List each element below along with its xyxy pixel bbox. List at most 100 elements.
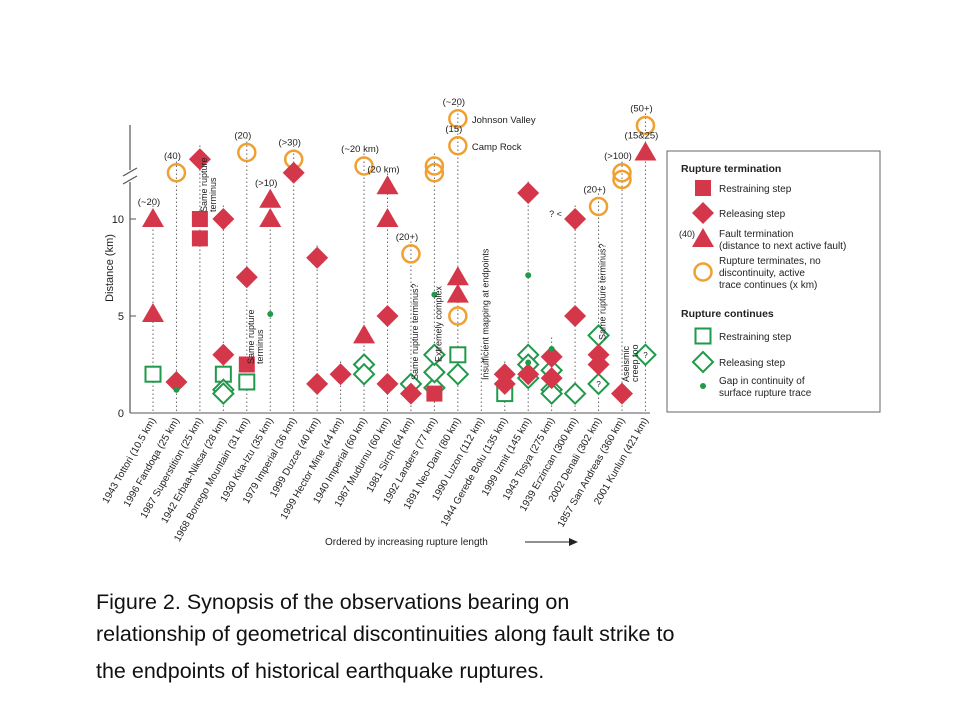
fault_termination-point bbox=[142, 303, 164, 323]
releasing_continues-point bbox=[422, 360, 446, 384]
point-note: (15&25) bbox=[625, 131, 659, 142]
point-note: (>10) bbox=[255, 178, 277, 189]
legend-label: Restraining step bbox=[719, 332, 792, 343]
legend-icon-releasing_continues bbox=[691, 350, 715, 374]
point-mark: ? bbox=[643, 351, 648, 360]
rupture_terminates_no_discontinuity-point bbox=[401, 244, 421, 264]
point-notes: (~20)(>10)(20 km)(15&25)(40)(20)(>30)(~2… bbox=[138, 97, 659, 382]
releasing_continues-point bbox=[563, 382, 587, 406]
releasing_termination-point bbox=[611, 382, 633, 405]
releasing_termination-point bbox=[564, 305, 587, 327]
gap-point bbox=[431, 291, 438, 298]
point-note: (>100) bbox=[604, 151, 632, 162]
releasing_termination-point bbox=[540, 367, 563, 390]
gap-point bbox=[525, 272, 532, 279]
legend-icon-releasing_termination bbox=[692, 202, 714, 224]
releasing_termination-point bbox=[376, 372, 399, 395]
point-note: (~20 km) bbox=[341, 144, 379, 155]
legend-icon-restraining_termination bbox=[695, 180, 711, 196]
releasing_termination-point bbox=[517, 363, 540, 386]
y-tick-label: 5 bbox=[118, 311, 124, 323]
fault_termination-point bbox=[446, 266, 469, 286]
fault_termination-point bbox=[142, 208, 164, 227]
releasing_termination-point bbox=[188, 148, 211, 171]
rupture_terminates_no_discontinuity-point bbox=[448, 109, 468, 129]
legend-icon-gap bbox=[700, 383, 706, 389]
releasing_termination-point bbox=[212, 343, 235, 366]
legend-label: Restraining step bbox=[719, 184, 792, 195]
releasing_termination-point bbox=[493, 372, 516, 395]
legend-label: Rupture terminates, no bbox=[719, 256, 821, 267]
annotation-text: Same rupture bbox=[199, 157, 209, 212]
restraining_continues-point bbox=[238, 373, 256, 391]
annotation-text: Extremely complex bbox=[433, 285, 443, 362]
fault_termination-point bbox=[446, 283, 469, 303]
rupture_terminates_no_discontinuity-point bbox=[612, 169, 632, 190]
data-points: ?? bbox=[142, 109, 657, 406]
legend-icon-rupture_terminates_no_discontinuity bbox=[693, 262, 713, 282]
releasing_continues-point bbox=[540, 382, 564, 406]
restraining_termination-point bbox=[238, 356, 255, 373]
legend-title: Rupture continues bbox=[681, 308, 774, 320]
restraining_continues-point bbox=[449, 346, 467, 364]
fault_termination-point bbox=[353, 324, 376, 344]
x-tick-labels: 1943 Tottori (10.5 km)1996 Fandoqa (25 k… bbox=[101, 416, 652, 548]
y-tick-label: 0 bbox=[118, 408, 124, 420]
annotation-text: Same rupture terminus? bbox=[598, 243, 608, 340]
point-note: (15) bbox=[445, 124, 462, 135]
rupture_terminates_no_discontinuity-point bbox=[448, 136, 468, 156]
point-mark: ? bbox=[596, 380, 601, 389]
restraining_continues-point bbox=[144, 365, 162, 383]
point-label: Camp Rock bbox=[472, 142, 522, 153]
x-axis-label: Ordered by increasing rupture length bbox=[325, 537, 488, 548]
point-label: Johnson Valley bbox=[472, 115, 536, 126]
y-axis-break-mark bbox=[122, 167, 138, 177]
point-note: (50+) bbox=[630, 104, 652, 115]
annotation-text: creep too bbox=[630, 344, 640, 382]
releasing_termination-point bbox=[564, 208, 587, 230]
annotation-text: terminus bbox=[255, 329, 265, 364]
releasing_continues-point bbox=[352, 362, 376, 386]
caption-line-2: relationship of geometrical discontinuit… bbox=[96, 622, 675, 646]
releasing_termination-point bbox=[212, 208, 235, 230]
releasing_termination-point bbox=[165, 370, 188, 393]
x-axis-arrowhead bbox=[569, 538, 578, 546]
legend-icon-fault_termination bbox=[692, 228, 714, 247]
legend-label: Releasing step bbox=[719, 358, 786, 369]
rupture_terminates_no_discontinuity-point bbox=[424, 156, 445, 176]
gap-point bbox=[548, 345, 555, 352]
y-tick-label: 10 bbox=[112, 214, 124, 226]
event-stems bbox=[152, 104, 646, 411]
rupture_terminates_no_discontinuity-point bbox=[635, 115, 656, 136]
releasing_termination-point bbox=[306, 246, 329, 269]
releasing_continues-point bbox=[634, 343, 657, 367]
annotation-text: Same rupture bbox=[246, 309, 256, 364]
legend-prefix: (40) bbox=[679, 229, 695, 239]
caption-line-3: the endpoints of historical earthquake r… bbox=[96, 659, 545, 683]
legend-label: Releasing step bbox=[719, 209, 786, 220]
legend-icon-restraining_continues bbox=[694, 327, 712, 345]
legend-title: Rupture termination bbox=[681, 163, 781, 175]
annotation-text: Insufficient mapping at endpoints bbox=[480, 248, 490, 380]
releasing_termination-point bbox=[587, 353, 610, 376]
point-note: (>30) bbox=[278, 137, 300, 148]
legend-label: Fault termination bbox=[719, 229, 793, 240]
y-axis-break-mark bbox=[122, 175, 138, 185]
annotation-text: Same rupture terminus? bbox=[410, 283, 420, 380]
point-note: (~20) bbox=[138, 197, 160, 208]
point-note: (40) bbox=[164, 151, 181, 162]
annotation-text: terminus bbox=[208, 177, 218, 212]
rupture_terminates_no_discontinuity-point bbox=[448, 306, 468, 326]
releasing_continues-point bbox=[422, 343, 446, 367]
annotation-text: Aseismic bbox=[621, 345, 631, 382]
fault_termination-point bbox=[376, 175, 399, 195]
fault_termination-point bbox=[259, 188, 282, 208]
rupture_terminates_no_discontinuity-point bbox=[237, 142, 257, 163]
legend-label: discontinuity, active bbox=[719, 268, 805, 279]
releasing_termination-point bbox=[399, 382, 422, 405]
restraining_termination-point bbox=[426, 385, 443, 402]
releasing_continues-point bbox=[211, 382, 235, 406]
